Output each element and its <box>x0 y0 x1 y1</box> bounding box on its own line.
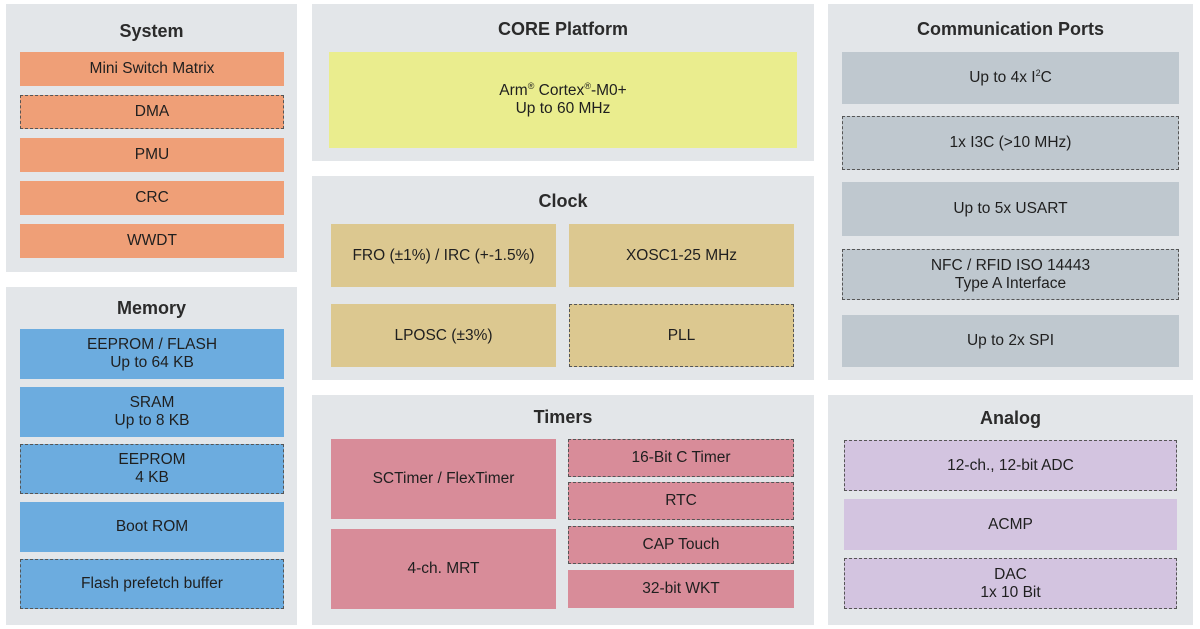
i2c-superscript: 2 <box>1035 68 1041 78</box>
eeprom-flash-block: EEPROM / FLASH Up to 64 KB <box>20 329 284 379</box>
block-label: SRAM <box>129 394 175 411</box>
registered-mark: ® <box>527 81 535 91</box>
acmp-block: ACMP <box>844 499 1177 550</box>
spi-block: Up to 2x SPI <box>842 315 1179 367</box>
adc-block: 12-ch., 12-bit ADC <box>844 440 1177 491</box>
memory-panel: Memory EEPROM / FLASH Up to 64 KB SRAM U… <box>6 287 297 625</box>
block-label: CRC <box>135 189 169 206</box>
block-label: 4-ch. MRT <box>407 560 480 577</box>
block-label: DAC <box>994 565 1027 583</box>
block-label: PMU <box>134 146 170 163</box>
model-text: -M0+ <box>590 82 627 99</box>
crc-block: CRC <box>20 181 284 215</box>
block-label: Flash prefetch buffer <box>81 575 223 592</box>
communication-ports-panel: Communication Ports Up to 4x I2C 1x I3C … <box>828 4 1193 380</box>
block-sublabel: 1x 10 Bit <box>980 583 1041 601</box>
i2c-block: Up to 4x I2C <box>842 52 1179 104</box>
block-sublabel: Type A Interface <box>954 274 1067 292</box>
flash-prefetch-buffer-block: Flash prefetch buffer <box>20 559 284 609</box>
block-sublabel: 4 KB <box>135 469 169 486</box>
pll-block: PLL <box>569 304 794 367</box>
core-platform-title: CORE Platform <box>497 19 629 39</box>
boot-rom-block: Boot ROM <box>20 502 284 552</box>
analog-panel: Analog 12-ch., 12-bit ADC ACMP DAC 1x 10… <box>828 395 1193 625</box>
i2c-suffix: C <box>1040 69 1052 86</box>
block-label: PLL <box>667 326 696 344</box>
cpu-frequency: Up to 60 MHz <box>515 100 611 117</box>
fro-irc-block: FRO (±1%) / IRC (+-1.5%) <box>331 224 556 287</box>
sram-block: SRAM Up to 8 KB <box>20 387 284 437</box>
sctimer-block: SCTimer / FlexTimer <box>331 439 556 519</box>
usart-block: Up to 5x USART <box>842 182 1179 236</box>
analog-title: Analog <box>980 408 1041 428</box>
dac-block: DAC 1x 10 Bit <box>844 558 1177 609</box>
cap-touch-block: CAP Touch <box>568 526 794 564</box>
xosc-block: XOSC1-25 MHz <box>569 224 794 287</box>
registered-mark: ® <box>584 81 591 91</box>
block-label: NFC / RFID ISO 14443 <box>930 256 1091 274</box>
block-label: LPOSC (±3%) <box>394 326 493 344</box>
wwdt-block: WWDT <box>20 224 284 258</box>
block-label: WWDT <box>127 232 177 249</box>
eeprom-block: EEPROM 4 KB <box>20 444 284 494</box>
pmu-block: PMU <box>20 138 284 172</box>
block-label: 32-bit WKT <box>642 580 720 597</box>
rtc-block: RTC <box>568 482 794 520</box>
block-label: RTC <box>665 492 697 509</box>
block-label: SCTimer / FlexTimer <box>372 470 515 487</box>
block-label: EEPROM / FLASH <box>86 336 218 353</box>
cpu-label: Arm® Cortex®-M0+ <box>499 82 626 100</box>
block-label: DMA <box>134 103 170 120</box>
nfc-rfid-block: NFC / RFID ISO 14443 Type A Interface <box>842 249 1179 300</box>
cortex-text: Cortex <box>534 82 585 99</box>
system-title: System <box>119 21 184 41</box>
mini-switch-matrix-block: Mini Switch Matrix <box>20 52 284 86</box>
block-label: EEPROM <box>118 451 186 468</box>
block-sublabel: Up to 8 KB <box>114 412 190 429</box>
block-label: ACMP <box>988 515 1033 533</box>
wkt-block: 32-bit WKT <box>568 570 794 608</box>
timers-title: Timers <box>533 407 593 427</box>
block-label: Mini Switch Matrix <box>89 60 215 77</box>
block-label: Boot ROM <box>115 518 189 535</box>
timers-panel: Timers SCTimer / FlexTimer 4-ch. MRT 16-… <box>312 395 814 625</box>
c-timer-block: 16-Bit C Timer <box>568 439 794 477</box>
block-label: Up to 4x I2C <box>969 69 1052 87</box>
lposc-block: LPOSC (±3%) <box>331 304 556 367</box>
block-label: Up to 5x USART <box>953 200 1068 217</box>
block-label: 1x I3C (>10 MHz) <box>949 134 1072 151</box>
mrt-block: 4-ch. MRT <box>331 529 556 609</box>
clock-title: Clock <box>538 191 588 211</box>
i2c-prefix: Up to 4x I <box>969 69 1036 86</box>
arm-text: Arm <box>499 82 528 99</box>
communication-ports-title: Communication Ports <box>916 19 1104 39</box>
clock-panel: Clock FRO (±1%) / IRC (+-1.5%) XOSC1-25 … <box>312 176 814 380</box>
cortex-m0-block: Arm® Cortex®-M0+ Up to 60 MHz <box>329 52 797 148</box>
dma-block: DMA <box>20 95 284 129</box>
core-platform-panel: CORE Platform Arm® Cortex®-M0+ Up to 60 … <box>312 4 814 161</box>
block-label: XOSC1-25 MHz <box>625 246 738 264</box>
block-label: 16-Bit C Timer <box>631 449 731 466</box>
block-label: Up to 2x SPI <box>966 332 1054 349</box>
block-sublabel: Up to 64 KB <box>110 354 194 371</box>
block-label: 12-ch., 12-bit ADC <box>947 456 1074 474</box>
memory-title: Memory <box>116 298 187 318</box>
block-label: CAP Touch <box>642 536 720 553</box>
system-panel: System Mini Switch Matrix DMA PMU CRC WW… <box>6 4 297 272</box>
i3c-block: 1x I3C (>10 MHz) <box>842 116 1179 170</box>
block-label: FRO (±1%) / IRC (+-1.5%) <box>352 246 535 264</box>
